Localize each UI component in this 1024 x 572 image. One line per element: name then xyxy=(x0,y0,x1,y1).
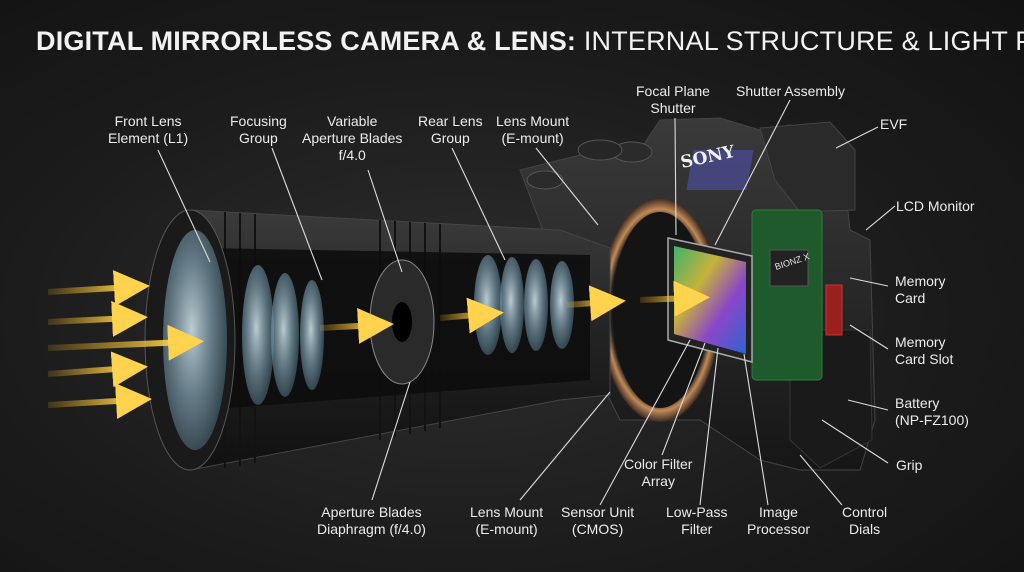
label-lcd-monitor: LCD Monitor xyxy=(896,198,975,214)
label-shutter-assembly: Shutter Assembly xyxy=(736,83,845,99)
leader-lines xyxy=(157,99,896,506)
label-lens-mount-top: Lens Mount(E-mount) xyxy=(496,113,570,146)
title-bold: DIGITAL MIRRORLESS CAMERA & LENS: xyxy=(36,26,577,56)
light-rays xyxy=(47,270,710,420)
sensor xyxy=(667,237,753,363)
label-evf: EVF xyxy=(880,116,908,132)
lens-barrel xyxy=(144,209,611,471)
label-sensor-unit: Sensor Unit(CMOS) xyxy=(561,504,635,537)
label-grip: Grip xyxy=(896,457,923,473)
label-lens-mount-bottom: Lens Mount(E-mount) xyxy=(470,504,544,537)
label-battery: Battery(NP-FZ100) xyxy=(895,395,969,428)
title-light: INTERNAL STRUCTURE & LIGHT PATH xyxy=(583,26,1024,56)
diagram-title: DIGITAL MIRRORLESS CAMERA & LENS: INTERN… xyxy=(36,26,1024,57)
